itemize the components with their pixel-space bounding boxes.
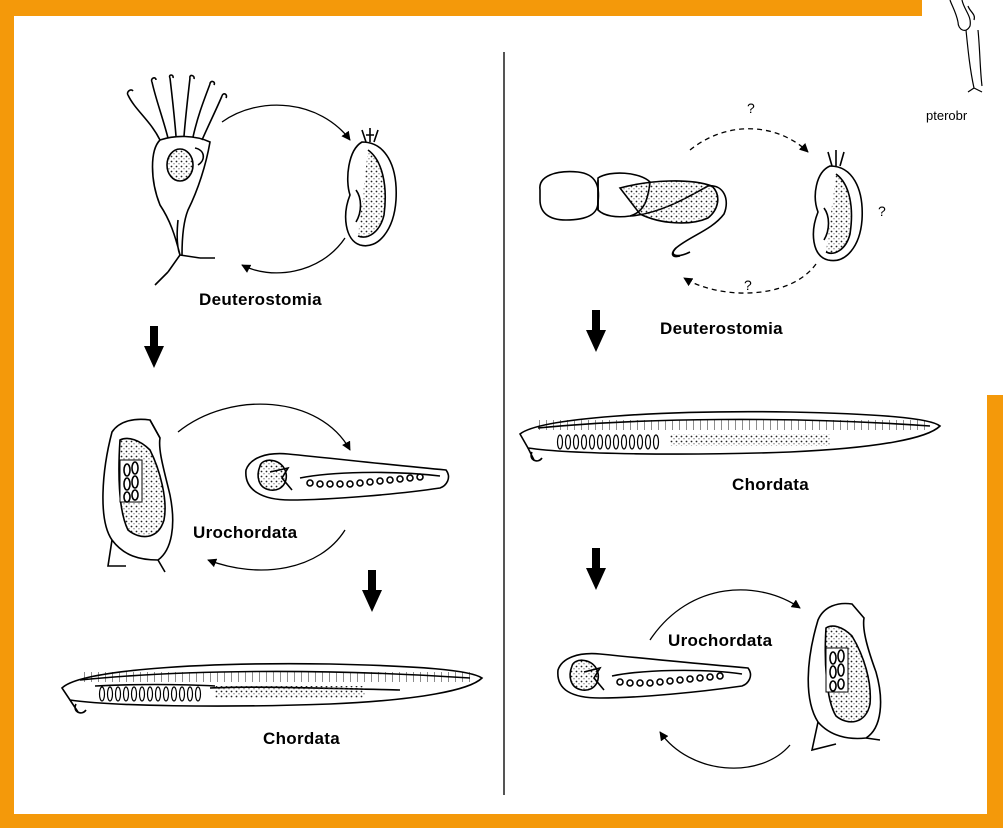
cycle-arrow-right-top-upper: [690, 129, 808, 152]
chordate-amphioxus-figure-left: [62, 664, 482, 713]
right-chordata-label: Chordata: [732, 475, 809, 495]
acorn-worm-figure: [540, 172, 726, 257]
ascidian-adult-figure-left: [103, 419, 173, 572]
left-chordata-label: Chordata: [263, 729, 340, 749]
cycle-arrow-left-top-upper: [222, 105, 350, 140]
pterobranch-inset-drawing: [922, 0, 1003, 110]
left-urochordata-label: Urochordata: [193, 523, 297, 543]
down-arrow-left-2: [362, 570, 382, 612]
down-arrow-left-1: [144, 326, 164, 368]
right-deuterostomia-label: Deuterostomia: [660, 319, 783, 339]
larva-figure-right-top: [813, 150, 862, 261]
cycle-arrow-left-mid-upper: [178, 404, 350, 450]
pterobranch-inset: pterobr: [922, 0, 1003, 395]
cycle-arrow-right-bottom-lower: [660, 732, 790, 768]
question-mark-top: ?: [747, 100, 755, 116]
ascidian-adult-figure-right: [808, 604, 880, 750]
question-mark-side: ?: [878, 203, 886, 219]
down-arrow-right-1: [586, 310, 606, 352]
question-mark-bottom: ?: [744, 277, 752, 293]
left-deuterostomia-label: Deuterostomia: [199, 290, 322, 310]
down-arrow-right-2: [586, 548, 606, 590]
ascidian-tadpole-figure-right: [558, 654, 751, 698]
ascidian-tadpole-figure-left: [246, 454, 449, 500]
larva-figure-left-top: [346, 128, 397, 246]
cycle-arrow-left-top-lower: [242, 238, 345, 273]
chordate-amphioxus-figure-right: [520, 412, 940, 461]
right-urochordata-label: Urochordata: [668, 631, 772, 651]
pterobranch-polyp-figure: [128, 75, 227, 285]
pterobranch-inset-caption: pterobr: [926, 108, 967, 123]
